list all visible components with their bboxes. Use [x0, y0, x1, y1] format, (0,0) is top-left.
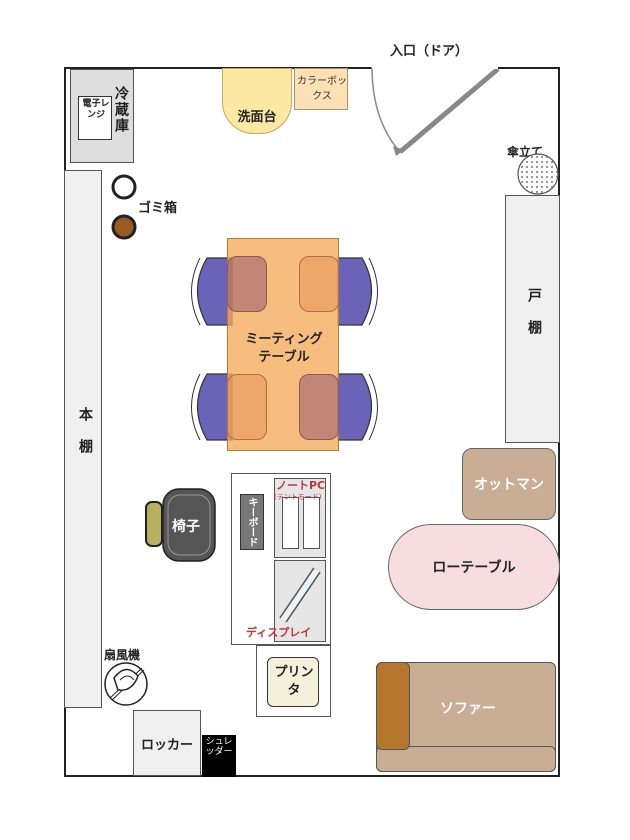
seat-top-left	[227, 256, 267, 312]
seat-bottom-left	[227, 374, 267, 440]
microwave-label: 電子レンジ	[82, 99, 110, 120]
ottoman-label: オットマン	[474, 477, 544, 493]
bookshelf: 本棚	[64, 170, 102, 708]
keyboard: キーボード	[240, 494, 264, 550]
cabinet-label: 戸棚	[526, 288, 542, 352]
sink-label: 洗面台	[237, 109, 277, 125]
color-box: カラーボックス	[294, 68, 348, 110]
laptop-screen-right	[303, 497, 320, 549]
locker-label: ロッカー	[140, 737, 193, 753]
shredder-label: シュレッダー	[205, 737, 233, 757]
microwave: 電子レンジ	[78, 96, 112, 140]
chair-label: 椅子	[172, 519, 200, 535]
printer-label: プリンタ	[274, 665, 314, 698]
bookshelf-label: 本棚	[77, 407, 93, 471]
printer: プリンタ	[267, 657, 319, 707]
cabinet: 戸棚	[505, 195, 560, 443]
ottoman: オットマン	[462, 448, 556, 520]
low-table: ローテーブル	[388, 524, 560, 610]
low-table-label: ローテーブル	[432, 560, 516, 576]
sofa-arm	[376, 662, 410, 750]
fan-label: 扇風機	[104, 648, 141, 662]
display-label: ディスプレイ	[246, 626, 312, 639]
locker: ロッカー	[133, 710, 201, 776]
laptop-label: ノートPC	[276, 479, 326, 492]
seat-top-right	[299, 256, 339, 312]
fridge-label: 冷蔵庫	[113, 86, 129, 134]
keyboard-label: キーボード	[246, 497, 257, 547]
laptop	[274, 478, 326, 558]
laptop-screen-left	[282, 497, 299, 549]
fridge: 冷蔵庫 電子レンジ	[70, 69, 134, 163]
color-box-label: カラーボックス	[297, 76, 347, 102]
sofa-back	[376, 746, 556, 772]
trash-label: ゴミ箱	[138, 201, 178, 216]
meeting-table-label-line2: テーブル	[258, 350, 310, 365]
entrance-label: 入口（ドア）	[390, 44, 469, 59]
sink: 洗面台	[222, 68, 292, 134]
shredder: シュレッダー	[202, 735, 236, 777]
sofa-label: ソファー	[440, 701, 496, 717]
meeting-table-label-line1: ミーティング	[245, 332, 323, 347]
seat-bottom-right	[299, 374, 339, 440]
laptop-sublabel: (テントモード)	[274, 493, 322, 501]
